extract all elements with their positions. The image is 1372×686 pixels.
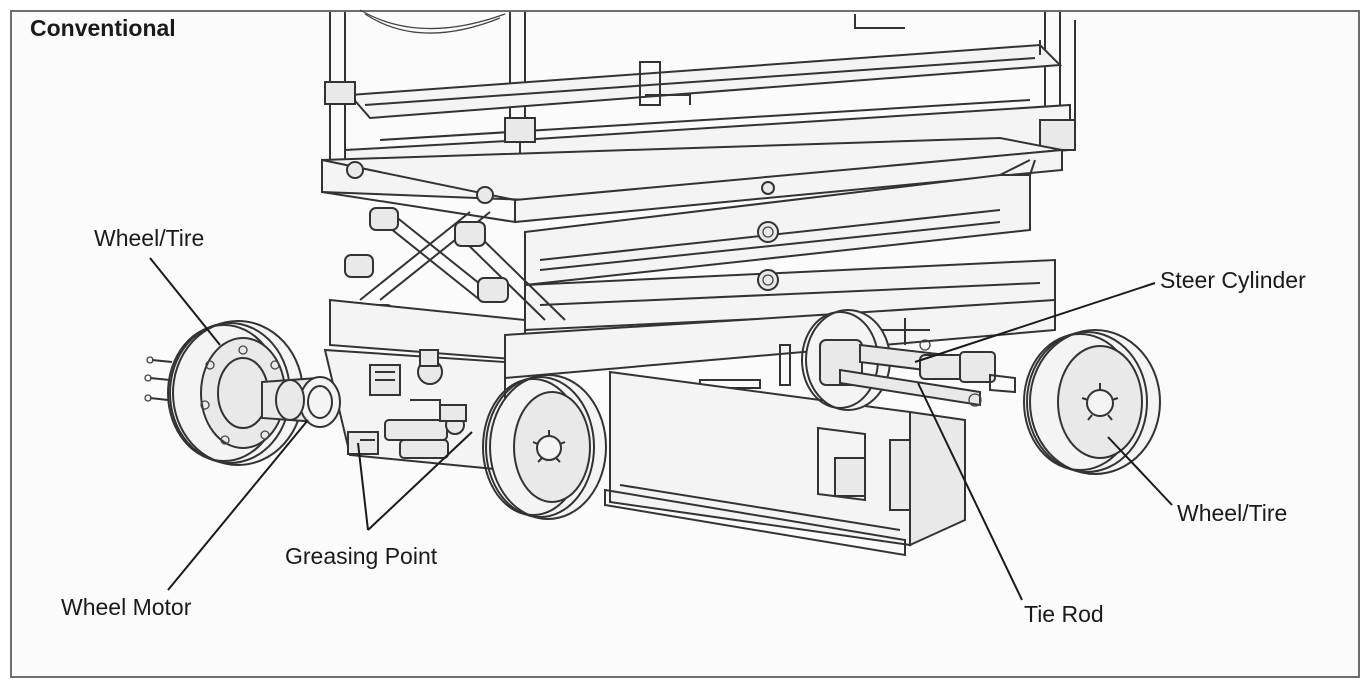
label-wheel-motor: Wheel Motor — [61, 594, 192, 620]
label-steer-cylinder: Steer Cylinder — [1160, 267, 1306, 293]
leader-steer-cylinder — [914, 282, 1156, 363]
leader-wheel-tire-left — [149, 257, 221, 346]
label-greasing-point: Greasing Point — [285, 543, 438, 569]
figure-title: Conventional — [30, 15, 176, 41]
battery-tray — [604, 370, 966, 557]
steer-assembly — [801, 309, 1016, 411]
greasing-fittings — [347, 399, 467, 459]
label-wheel-tire-left: Wheel/Tire — [94, 225, 205, 251]
wheel-motor — [261, 376, 341, 428]
leader-wheel-motor — [167, 419, 309, 591]
label-tie-rod: Tie Rod — [1024, 601, 1104, 627]
platform-deck — [321, 136, 1063, 224]
label-wheel-tire-right: Wheel/Tire — [1177, 500, 1288, 526]
leader-greasing-point-1 — [357, 442, 369, 531]
leader-greasing-point-2 — [367, 431, 473, 531]
right-wheel-tire — [1023, 329, 1161, 475]
middle-wheel-tire — [482, 374, 607, 520]
leader-wheel-tire-right — [1107, 436, 1173, 506]
leader-tie-rod — [917, 382, 1023, 601]
leader-lines — [149, 257, 1173, 601]
